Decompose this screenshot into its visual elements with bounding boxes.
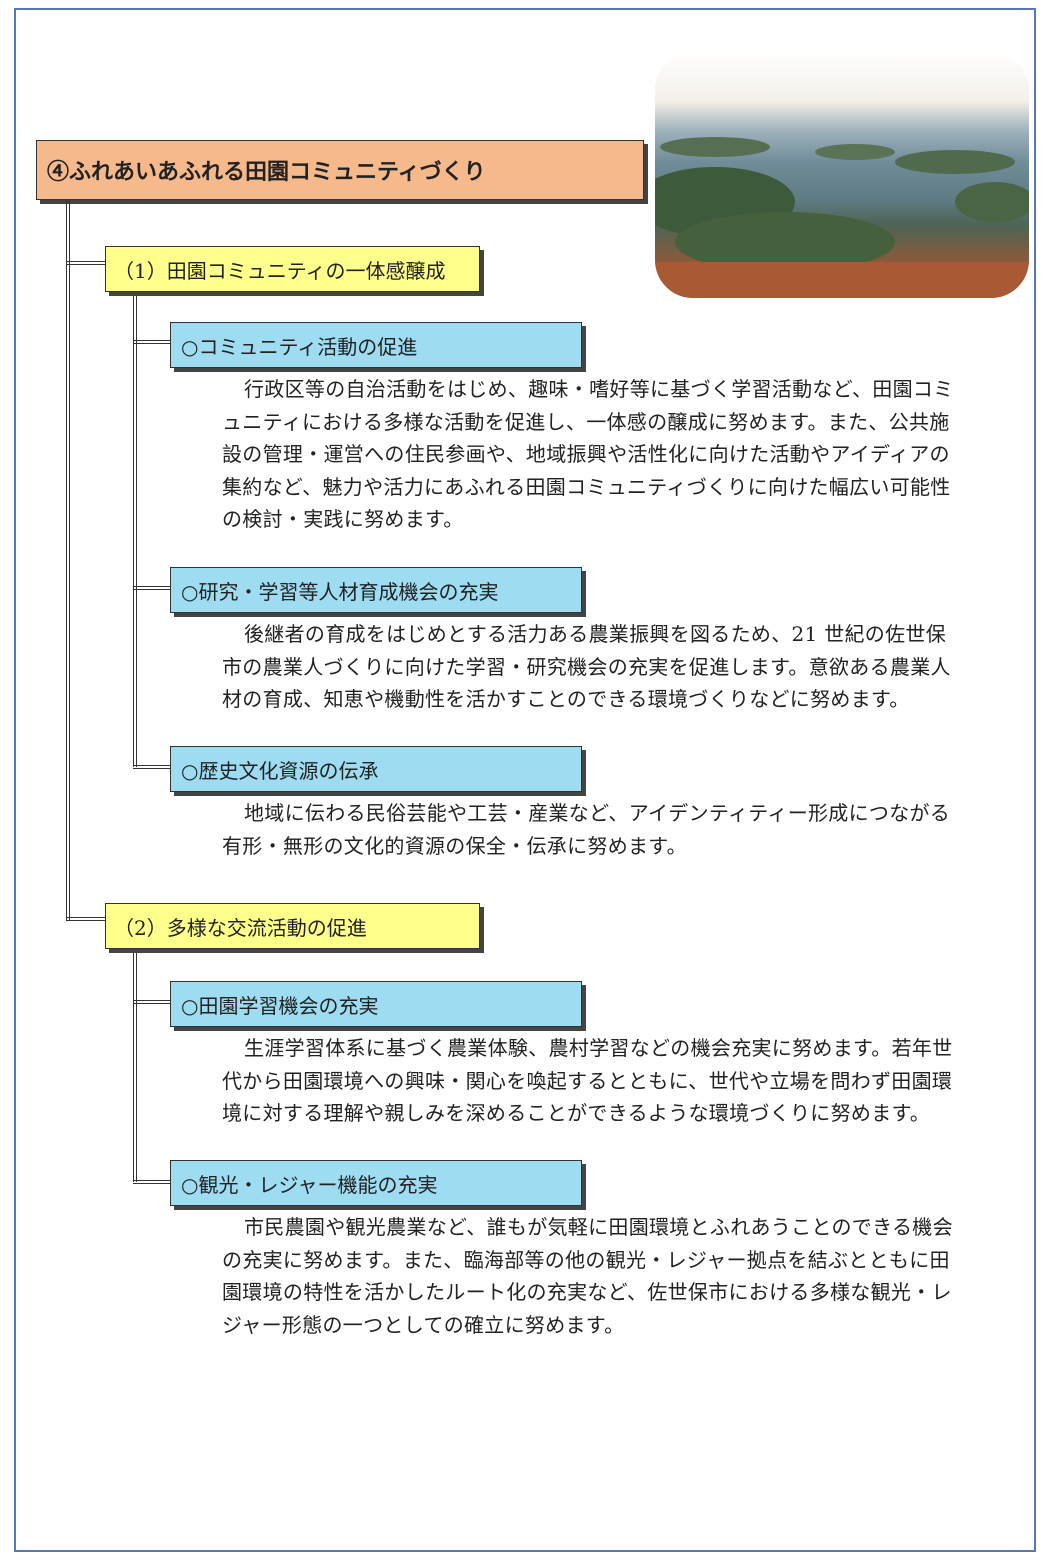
main-heading: ④ふれあいあふれる田園コミュニティづくり	[36, 140, 644, 200]
section-heading: （1）田園コミュニティの一体感醸成	[105, 246, 480, 292]
text-line: の検討・実践に努めます。	[222, 507, 464, 531]
tree-line	[66, 200, 70, 920]
text-line: 有形・無形の文化的資源の保全・伝承に努めます。	[222, 833, 687, 858]
page-border	[14, 8, 1036, 1552]
text-line: 後継者の育成をはじめとする活力ある農業振興を図るため、21 世紀の佐世保	[244, 622, 947, 646]
text-line: 地域に伝わる民俗芸能や工芸・産業など、アイデンティティー形成につながる	[244, 801, 951, 825]
item-heading: ○観光・レジャー機能の充実	[170, 1160, 582, 1206]
item-heading: ○コミュニティ活動の促進	[170, 322, 582, 368]
item-paragraph: 行政区等の自治活動をはじめ、趣味・嗜好等に基づく学習活動など、田園コミ ュニティ…	[222, 373, 1012, 536]
text-line: ジャー形態の一つとしての確立に努めます。	[222, 1312, 625, 1337]
tree-line	[133, 1180, 171, 1184]
text-line: 市民農園や観光農業など、誰もが気軽に田園環境とふれあうことのできる機会	[244, 1215, 953, 1239]
text-line: の充実に努めます。また、臨海部等の他の観光・レジャー拠点を結ぶとともに田	[222, 1247, 950, 1272]
tree-line	[133, 292, 137, 767]
item-paragraph: 市民農園や観光農業など、誰もが気軽に田園環境とふれあうことのできる機会 の充実に…	[222, 1211, 1012, 1341]
item-paragraph: 地域に伝わる民俗芸能や工芸・産業など、アイデンティティー形成につながる 有形・無…	[222, 797, 1012, 862]
tree-line	[133, 1000, 171, 1004]
landscape-photo	[655, 52, 1029, 298]
text-line: 代から田園環境への興味・関心を喚起するとともに、世代や立場を問わず田園環	[222, 1068, 953, 1093]
item-heading: ○歴史文化資源の伝承	[170, 746, 582, 792]
text-line: 市の農業人づくりに向けた学習・研究機会の充実を促進します。意欲ある農業人	[222, 654, 951, 679]
text-line: 材の育成、知恵や機動性を活かすことのできる環境づくりなどに努めます。	[222, 687, 910, 711]
text-line: 境に対する理解や親しみを深めることができるような環境づくりに努めます。	[222, 1101, 931, 1125]
section-heading: （2）多様な交流活動の促進	[105, 903, 480, 949]
item-heading: ○研究・学習等人材育成機会の充実	[170, 567, 582, 613]
item-paragraph: 生涯学習体系に基づく農業体験、農村学習などの機会充実に努めます。若年世 代から田…	[222, 1032, 1012, 1130]
text-line: 園環境の特性を活かしたルート化の充実など、佐世保市における多様な観光・レ	[222, 1280, 952, 1304]
tree-line	[133, 950, 137, 1182]
tree-line	[66, 917, 106, 921]
tree-line	[133, 586, 171, 590]
item-paragraph: 後継者の育成をはじめとする活力ある農業振興を図るため、21 世紀の佐世保 市の農…	[222, 618, 1012, 716]
text-line: 生涯学習体系に基づく農業体験、農村学習などの機会充実に努めます。若年世	[244, 1036, 953, 1060]
text-line: 集約など、魅力や活力にあふれる田園コミュニティづくりに向けた幅広い可能性	[222, 474, 951, 499]
tree-line	[133, 765, 171, 769]
tree-line	[66, 261, 106, 265]
text-line: 設の管理・運営への住民参画や、地域振興や活性化に向けた活動やアイディアの	[222, 442, 950, 466]
text-line: ュニティにおける多様な活動を促進し、一体感の醸成に努めます。また、公共施	[222, 409, 950, 434]
tree-line	[133, 340, 171, 344]
item-heading: ○田園学習機会の充実	[170, 981, 582, 1027]
text-line: 行政区等の自治活動をはじめ、趣味・嗜好等に基づく学習活動など、田園コミ	[244, 377, 954, 401]
